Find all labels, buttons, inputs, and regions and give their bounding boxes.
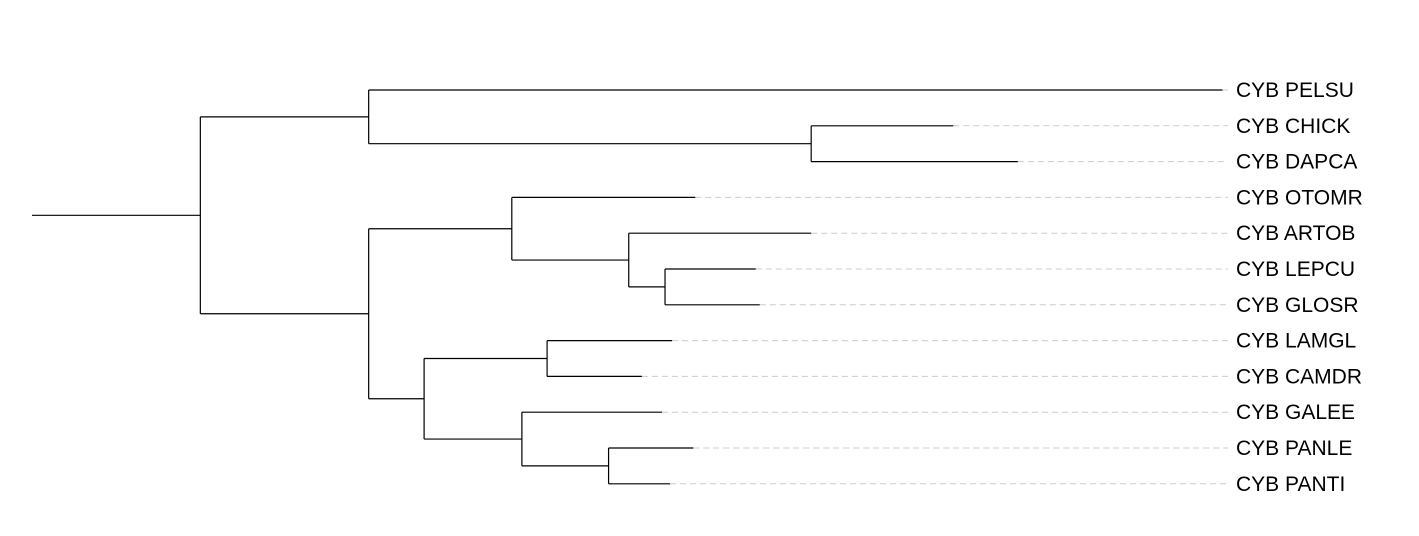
leaf-guide-lines bbox=[641, 89, 1228, 485]
leaf-label: CYB LEPCU bbox=[1236, 258, 1355, 281]
leaf-label: CYB GLOSR bbox=[1236, 294, 1359, 317]
leaf-label: CYB DAPCA bbox=[1236, 151, 1357, 174]
leaf-label: CYB OTOMR bbox=[1236, 186, 1363, 209]
leaf-label: CYB LAMGL bbox=[1236, 330, 1356, 353]
leaf-labels: CYB PELSU CYB CHICK CYB DAPCA CYB OTOMR CYB … bbox=[1236, 79, 1363, 496]
leaf-label: CYB PANLE bbox=[1236, 437, 1352, 460]
leaf-label: CYB CHICK bbox=[1236, 115, 1350, 138]
tree-branches bbox=[32, 89, 1223, 485]
leaf-label: CYB ARTOB bbox=[1236, 222, 1355, 245]
leaf-label: CYB GALEE bbox=[1236, 401, 1355, 424]
leaf-label: CYB PELSU bbox=[1236, 79, 1354, 102]
leaf-label: CYB CAMDR bbox=[1236, 365, 1362, 388]
leaf-label: CYB PANTI bbox=[1236, 473, 1345, 496]
